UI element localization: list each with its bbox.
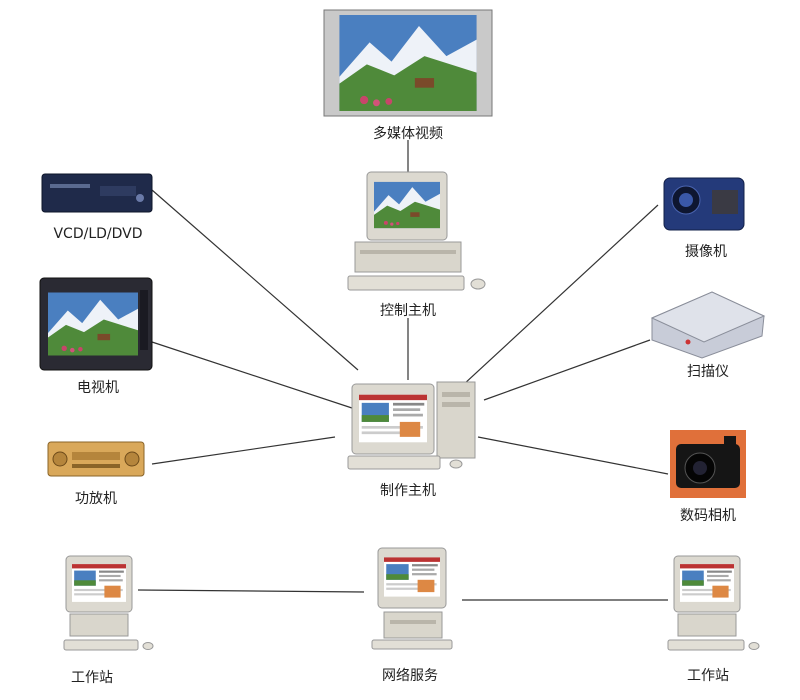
- production-mouse: [449, 459, 463, 469]
- tv-node: 电视机: [39, 277, 153, 396]
- workstation-right-case: [677, 613, 737, 637]
- digital-camera-node: 数码相机: [670, 430, 746, 524]
- label-production: 制作主机: [380, 483, 436, 499]
- line-workstation-network-left: [137, 589, 365, 593]
- network-service-node: 网络服务: [371, 547, 453, 684]
- camcorder-node: 摄像机: [663, 177, 745, 260]
- line-vcd-production: [151, 189, 359, 371]
- multimedia-video-node: 多媒体视频: [323, 9, 493, 142]
- label-tv: 电视机: [77, 380, 119, 396]
- label-scanner: 扫描仪: [687, 364, 729, 380]
- label-multimedia: 多媒体视频: [373, 125, 443, 142]
- label-amplifier: 功放机: [75, 491, 117, 507]
- line-camcorder-production: [462, 204, 659, 386]
- production-host-node: 制作主机: [347, 381, 476, 499]
- label-vcd: VCD/LD/DVD: [53, 226, 142, 242]
- line-tv-production: [151, 341, 359, 411]
- label-workstation-left: 工作站: [71, 670, 113, 686]
- production-keyboard: [347, 455, 441, 470]
- network-case: [383, 611, 443, 639]
- line-scanner-production: [483, 339, 651, 401]
- control-keyboard: [347, 275, 465, 291]
- connections: [137, 140, 669, 601]
- vcd-player: [41, 173, 153, 213]
- control-case: [354, 241, 462, 273]
- label-network: 网络服务: [382, 668, 438, 684]
- label-camera: 数码相机: [680, 508, 736, 524]
- workstation-right-keyboard: [667, 639, 745, 651]
- workstation-left-case: [69, 613, 129, 637]
- scanner-node: 扫描仪: [650, 291, 766, 380]
- label-control: 控制主机: [380, 303, 436, 319]
- line-camera-production: [477, 436, 669, 475]
- control-mouse: [470, 278, 486, 290]
- line-amplifier-production: [151, 436, 336, 465]
- label-camcorder: 摄像机: [685, 244, 727, 260]
- workstation-left-keyboard: [63, 639, 139, 651]
- control-host-node: 控制主机: [347, 171, 486, 319]
- amplifier-node: 功放机: [47, 441, 145, 507]
- network-keyboard: [371, 639, 453, 650]
- workstation-right-node: 工作站: [667, 555, 760, 684]
- label-workstation-right: 工作站: [687, 668, 729, 684]
- workstation-left-node: 工作站: [63, 555, 154, 686]
- vcd-player-node: VCD/LD/DVD: [41, 173, 153, 242]
